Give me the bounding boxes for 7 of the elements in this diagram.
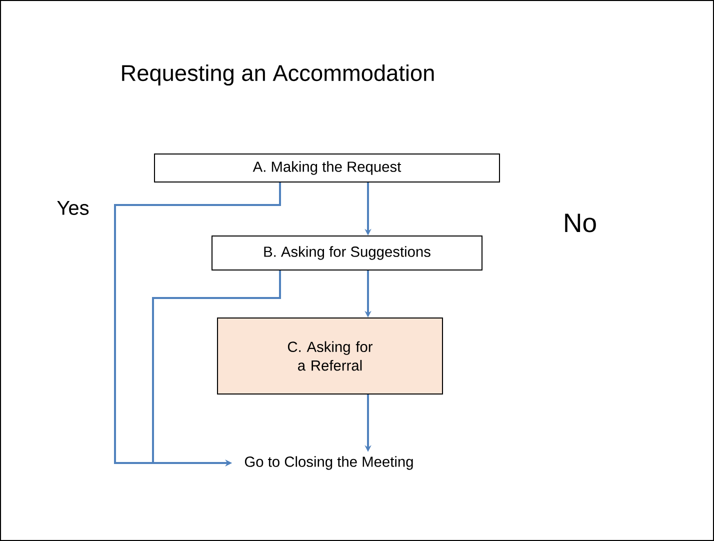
branch-label: Yes [57, 201, 89, 215]
process-box: B. Asking for Suggestions [212, 236, 482, 270]
branch-label: No [565, 214, 596, 232]
process-box: C. Asking for a Referral [217, 318, 443, 394]
title: Requesting an Accommodation [122, 64, 434, 86]
destination-text: Go to Closing the Meeting [244, 456, 413, 470]
process-box: A. Making the Request [154, 154, 500, 182]
